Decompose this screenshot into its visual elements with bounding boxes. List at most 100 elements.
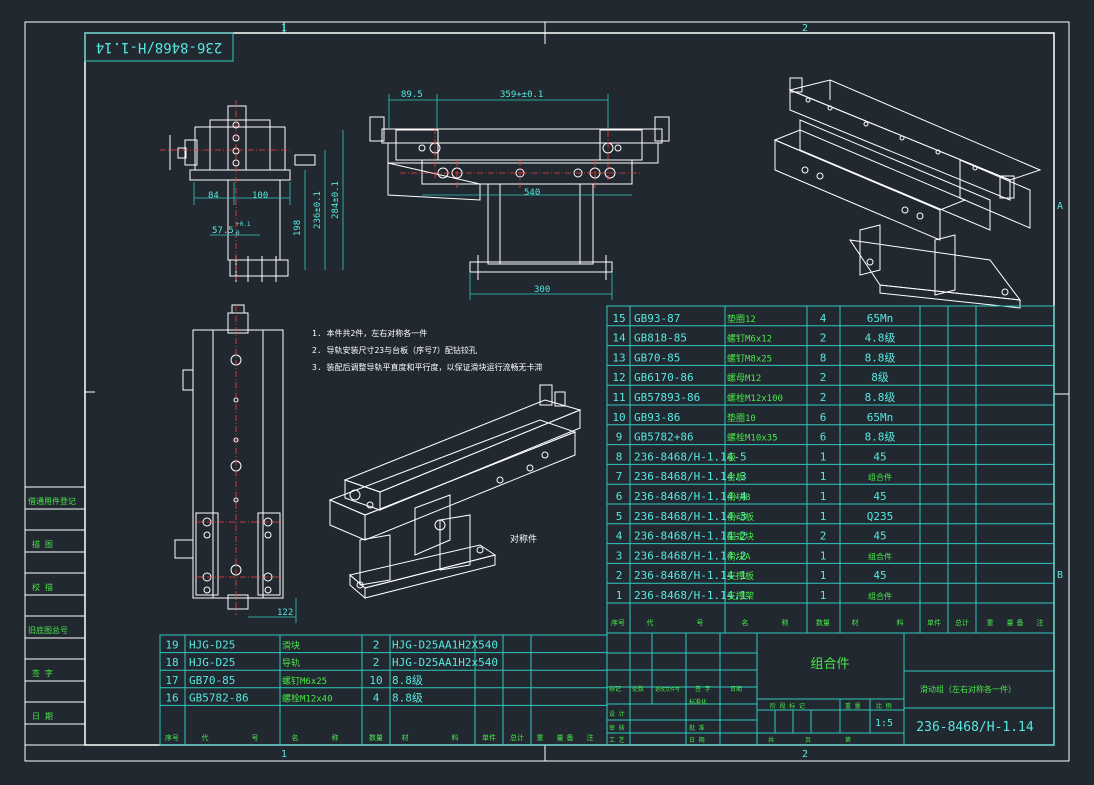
bom-cell-qty: 1 [820,549,827,562]
change-label-3: 签 字 [695,685,711,693]
title-scale: 1:5 [875,718,893,729]
zone-bottom-1: 1 [281,749,287,760]
bom-header-label: 名 [292,733,299,742]
bom-cell-no: 12 [612,371,625,384]
bom-cell-material: HJG-D25AA1H2x540 [392,656,498,669]
bom-header-label: 名 [742,618,749,627]
bom-cell-name: 滑块 [282,640,300,652]
bom-cell-name: 台板 [727,471,745,483]
bom-cell-material: 65Mn [867,411,894,424]
bom-cell-qty: 6 [820,431,827,444]
front-view [369,116,670,280]
bom-cell-no: 17 [165,674,178,687]
bom-cell-material: 8.8级 [865,391,896,404]
bom-header-label: 序号 [165,733,179,742]
bom-cell-code: 236-8468/H-1.14-1 [634,569,747,582]
iso-view-top [773,77,1042,309]
bom-cell-qty: 2 [373,656,380,669]
bom-cell-qty: 1 [820,589,827,602]
bom-cell-qty: 10 [369,674,382,687]
bom-lower-grid [159,634,608,746]
bom-cell-material: Q235 [867,510,894,523]
plan-view-centerlines [196,305,280,615]
plan-view-dimension-lines [248,598,297,623]
strip-label-4: 签 字 [32,668,53,678]
bom-cell-name: 板 [727,451,736,463]
approve-label: 批 准 [689,724,705,732]
bom-cell-qty: 1 [820,569,827,582]
bom-cell-material: 45 [873,530,886,543]
bom-cell-name: 螺钉M6x25 [282,676,327,687]
date-label: 日 期 [689,736,705,744]
bom-cell-qty: 2 [373,639,380,652]
bom-cell-code: GB5782-86 [189,691,249,704]
bom-cell-code: 236-8468/H-1.14-5 [634,450,747,463]
note-2: 2. 导轨安装尺寸23与台板（序号7）配钻铰孔 [312,345,477,355]
title-sheet-total: 共 [768,736,774,744]
bom-header-label: 代 [202,733,209,742]
bom-cell-name: 螺母M12 [727,373,761,384]
bom-header-label: 料 [452,733,459,742]
bom-cell-qty: 4 [820,312,827,325]
bom-cell-qty: 1 [820,510,827,523]
bom-cell-code: GB6170-86 [634,371,694,384]
left-revision-strip [24,486,86,746]
bom-cell-name: 支撑架 [727,590,754,602]
bom-cell-material: 组合件 [868,591,892,601]
bom-cell-no: 11 [612,391,625,404]
bom-header-label: 序号 [611,618,625,627]
bom-header-label: 注 [587,733,594,742]
title-assembly: 组合件 [810,657,849,672]
title-sheet-label: 页 [805,737,811,744]
front-view-dimension-lines [388,94,632,300]
bom-cell-qty: 2 [820,371,827,384]
bom-cell-qty: 2 [820,530,827,543]
change-label-0: 标记 [609,685,621,693]
bom-cell-code: 236-8468/H-1.14.3 [634,470,747,483]
side-view [169,105,316,282]
bom-cell-no: 18 [165,656,178,669]
bom-cell-material: 45 [873,490,886,503]
bom-header-label: 料 [897,618,904,627]
bom-cell-no: 5 [616,510,623,523]
bom-cell-material: 组合件 [868,551,892,561]
bom-cell-material: 45 [873,450,886,463]
zone-right-b: B [1057,570,1063,581]
bom-cell-code: 236-8468/H-1.14-2 [634,530,747,543]
bom-cell-no: 1 [616,589,623,602]
bom-cell-name: 螺栓M10x35 [727,432,778,444]
dim-284: 284±0.1 [331,181,341,219]
bom-cell-no: 14 [612,332,626,345]
bom-header-label: 数量 [369,733,383,742]
bom-cell-material: HJG-D25AA1H2X540 [392,639,498,652]
dim-57-5: 57.5 [212,226,234,236]
bom-cell-qty: 6 [820,411,827,424]
bom-cell-no: 19 [165,639,178,652]
bom-cell-code: 236-8468/H-1.14.1 [634,589,747,602]
bom-cell-qty: 8 [820,351,827,364]
title-sheet-no: 第 [845,736,851,744]
bom-cell-name: 垫圈12 [727,313,756,325]
bom-cell-name: 滑动板 [727,511,754,523]
bom-cell-name: 滑块A [727,550,751,562]
iso-caption: 对称件 [510,533,537,545]
bom-header-label: 称 [332,733,339,742]
bom-cell-material: 8级 [871,371,889,384]
bom-header-label: 单件 [482,733,496,742]
bom-cell-code: HJG-D25 [189,656,235,669]
strip-label-5: 日 期 [32,712,53,721]
bom-cell-material: 组合件 [868,472,892,482]
iso-view-middle [328,384,582,600]
bom-cell-code: 236-8468/H-1.14-3 [634,510,747,523]
title-scale-label: 比 例 [876,702,892,710]
bom-header-label: 数量 [816,618,830,627]
bom-cell-material: 45 [873,569,886,582]
bom-cell-no: 7 [616,470,623,483]
bom-cell-no: 8 [616,450,623,463]
bom-cell-qty: 2 [820,391,827,404]
bom-cell-material: 8.8级 [392,674,423,687]
bom-header-label: 单件 [927,618,941,627]
bom-cell-qty: 2 [820,332,827,345]
